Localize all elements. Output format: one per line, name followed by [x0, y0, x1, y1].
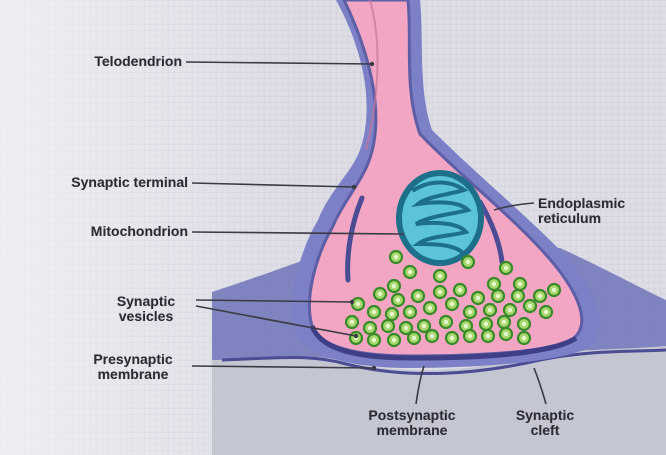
vesicle-core	[516, 294, 520, 298]
vesicle-core	[372, 310, 376, 314]
vesicle-core	[396, 298, 400, 302]
vesicle-core	[394, 255, 398, 259]
vesicle-core	[476, 296, 480, 300]
vesicle-core	[466, 260, 470, 264]
vesicle-core	[416, 294, 420, 298]
label-synaptic-cleft: Synaptic cleft	[500, 408, 590, 438]
vesicle-core	[392, 338, 396, 342]
vesicle-core	[488, 308, 492, 312]
label-endoplasmic-line1: Endoplasmic	[538, 196, 662, 211]
vesicle-core	[438, 290, 442, 294]
label-endoplasmic-reticulum: Endoplasmic reticulum	[538, 196, 662, 226]
vesicle-core	[392, 284, 396, 288]
vesicle-core	[450, 336, 454, 340]
vesicle-core	[464, 324, 468, 328]
vesicle-core	[444, 320, 448, 324]
label-postsynaptic-line1: Postsynaptic	[352, 408, 472, 423]
vesicle-core	[552, 288, 556, 292]
vesicle-core	[408, 310, 412, 314]
vesicle-core	[468, 334, 472, 338]
vesicle-core	[356, 302, 360, 306]
label-postsynaptic-line2: membrane	[352, 423, 472, 438]
vesicle-core	[430, 334, 434, 338]
vesicle-core	[502, 320, 506, 324]
vesicle-core	[508, 308, 512, 312]
label-synaptic-terminal: Synaptic terminal	[2, 175, 188, 190]
vesicle-core	[372, 338, 376, 342]
vesicle-core	[538, 294, 542, 298]
label-postsynaptic-membrane: Postsynaptic membrane	[352, 408, 472, 438]
vesicle-core	[518, 282, 522, 286]
vesicle-core	[386, 324, 390, 328]
vesicle-core	[438, 274, 442, 278]
label-synaptic-vesicles-line2: vesicles	[96, 309, 196, 324]
label-synaptic-vesicles-line1: Synaptic	[96, 294, 196, 309]
vesicle-core	[528, 304, 532, 308]
vesicle-core	[504, 266, 508, 270]
label-presynaptic-membrane: Presynaptic membrane	[78, 352, 188, 382]
label-synaptic-cleft-line1: Synaptic	[500, 408, 590, 423]
vesicle-core	[522, 336, 526, 340]
vesicle-core	[390, 312, 394, 316]
label-telodendrion: Telodendrion	[20, 54, 182, 69]
vesicle-core	[492, 282, 496, 286]
vesicle-core	[468, 310, 472, 314]
vesicle-core	[422, 324, 426, 328]
label-synaptic-vesicles: Synaptic vesicles	[96, 294, 196, 324]
label-presynaptic-line1: Presynaptic	[78, 352, 188, 367]
vesicle-core	[504, 332, 508, 336]
vesicle-core	[350, 320, 354, 324]
vesicle-core	[486, 334, 490, 338]
vesicle-core	[458, 288, 462, 292]
vesicle-core	[428, 306, 432, 310]
label-mitochondrion: Mitochondrion	[20, 224, 188, 239]
label-presynaptic-line2: membrane	[78, 367, 188, 382]
vesicle-core	[484, 322, 488, 326]
vesicle-core	[368, 326, 372, 330]
vesicle-core	[450, 302, 454, 306]
label-synaptic-cleft-line2: cleft	[500, 423, 590, 438]
vesicle-core	[378, 292, 382, 296]
vesicle-core	[404, 326, 408, 330]
vesicle-core	[408, 270, 412, 274]
mitochondrion-shape	[396, 170, 484, 266]
vesicle-core	[412, 336, 416, 340]
vesicle-core	[522, 322, 526, 326]
vesicle-core	[496, 294, 500, 298]
vesicle-core	[544, 310, 548, 314]
label-endoplasmic-line2: reticulum	[538, 211, 662, 226]
